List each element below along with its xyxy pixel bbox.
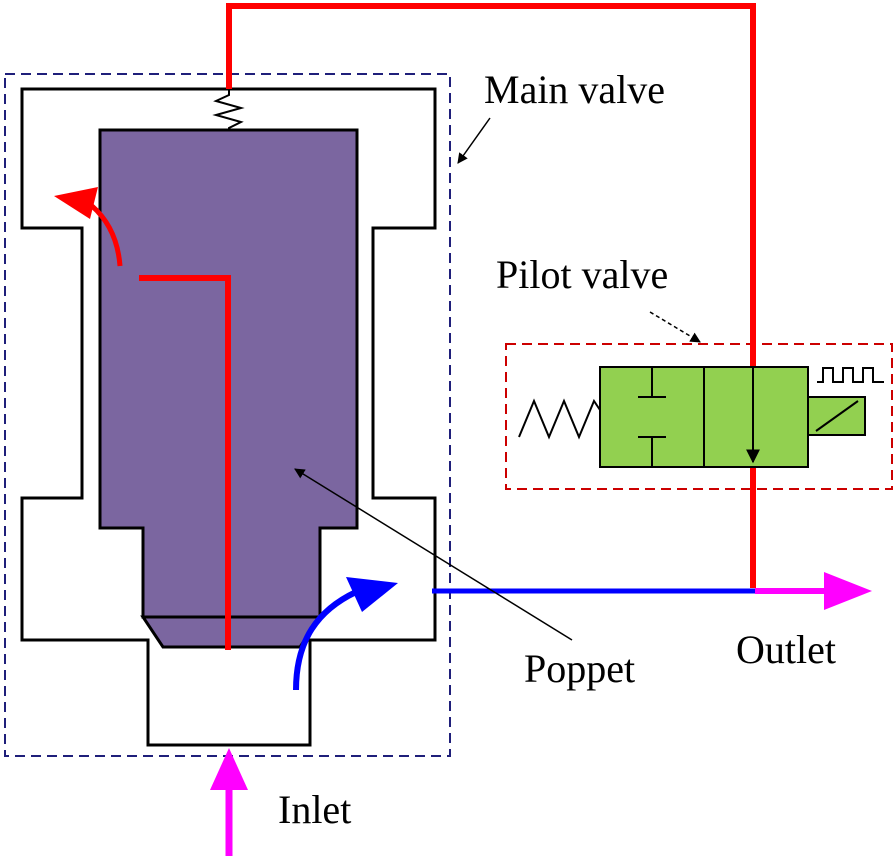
pulse-signal-icon [817, 367, 884, 383]
pilot-valve-boundary [505, 343, 893, 490]
solenoid-coil-line [815, 400, 859, 432]
pilot-flow-arrow [90, 204, 123, 267]
pilot-valve-label: Pilot valve [496, 252, 668, 297]
outlet-arrowhead [824, 572, 872, 610]
main-flow-arrow [293, 589, 358, 691]
pilot-line-internal [139, 275, 231, 650]
spring-icon [212, 89, 245, 130]
pilot-line-external [226, 3, 756, 588]
poppet-cone [140, 615, 323, 649]
inlet-arrowhead [210, 748, 248, 790]
main-flow-arrowhead [346, 577, 398, 612]
pilot-valve-leader [649, 311, 701, 343]
main-valve-label: Main valve [484, 67, 665, 112]
outlet-label: Outlet [736, 627, 836, 672]
pilot-flow-arrowhead [54, 187, 98, 219]
pilot-spring-icon [518, 398, 601, 440]
inlet-label: Inlet [278, 787, 351, 832]
main-valve-leader [457, 117, 491, 164]
poppet-leader [294, 468, 573, 641]
poppet-label: Poppet [524, 646, 635, 691]
